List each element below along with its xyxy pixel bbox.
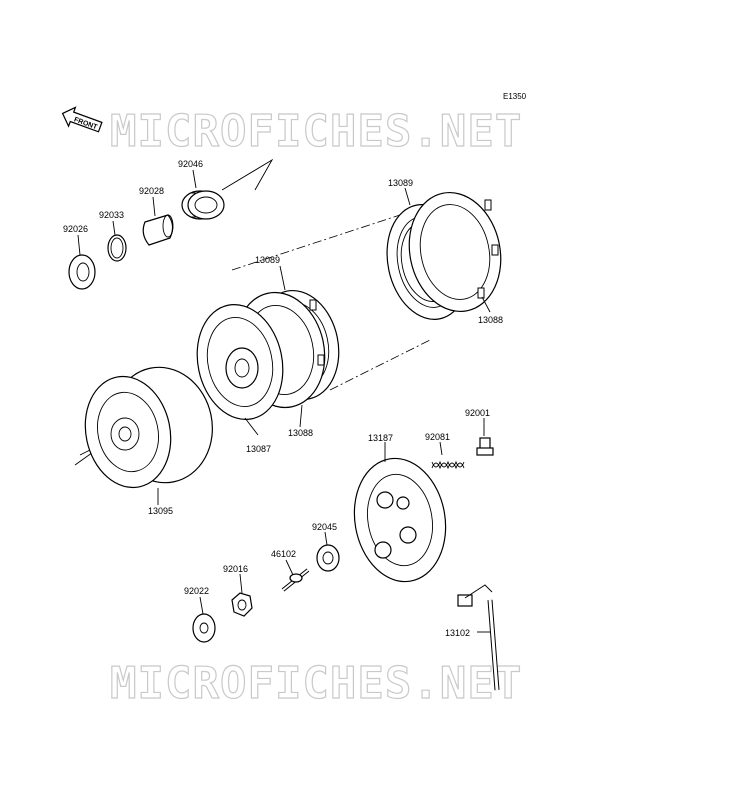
part-92046-label: 92046: [178, 159, 203, 169]
part-13087-drawing: [196, 303, 284, 421]
part-92028-drawing: [142, 214, 174, 246]
part-13089-lower-label: 13089: [255, 255, 280, 265]
part-92028-label: 92028: [139, 186, 164, 196]
part-13089-upper-label: 13089: [388, 178, 413, 188]
part-92026-label: 92026: [63, 224, 88, 234]
part-92016-label: 92016: [223, 564, 248, 574]
front-arrow-icon: FRONT: [61, 106, 103, 133]
part-92026-drawing: [68, 254, 96, 290]
part-13102-label: 13102: [445, 628, 470, 638]
part-13088-center-label: 13088: [288, 428, 313, 438]
part-92045-drawing: [316, 544, 340, 572]
part-92046-drawing: [181, 190, 225, 220]
part-92022-drawing: [192, 613, 216, 643]
part-labels: 92046 92028 92033 92026 13089 13089 13088 13087…: [63, 159, 503, 638]
part-92001-label: 92001: [465, 408, 490, 418]
part-92001-drawing: [476, 437, 494, 456]
part-13187-label: 13187: [368, 433, 393, 443]
part-13095-label: 13095: [148, 506, 173, 516]
watermark-bottom: MICROFICHES.NET: [110, 658, 522, 709]
part-92033-drawing: [107, 234, 127, 262]
assembly-axis-lines: [74, 158, 431, 466]
part-13095-drawing: [84, 366, 213, 489]
part-92081-label: 92081: [425, 432, 450, 442]
part-13088-right-label: 13088: [478, 315, 503, 325]
part-46102-label: 46102: [271, 549, 296, 559]
part-13087-label: 13087: [246, 444, 271, 454]
part-46102-drawing: [281, 568, 310, 592]
part-92045-label: 92045: [312, 522, 337, 532]
watermark-top: MICROFICHES.NET: [110, 106, 522, 157]
part-13088-right-drawing: [408, 191, 502, 313]
diagram-code: E1350: [503, 92, 527, 101]
leader-lines: [77, 169, 491, 633]
part-92022-label: 92022: [184, 586, 209, 596]
part-13102-drawing: [457, 584, 500, 691]
part-13187-drawing: [353, 457, 447, 583]
part-92016-drawing: [231, 592, 253, 617]
part-92081-drawing: [431, 460, 465, 470]
part-92033-label: 92033: [99, 210, 124, 220]
